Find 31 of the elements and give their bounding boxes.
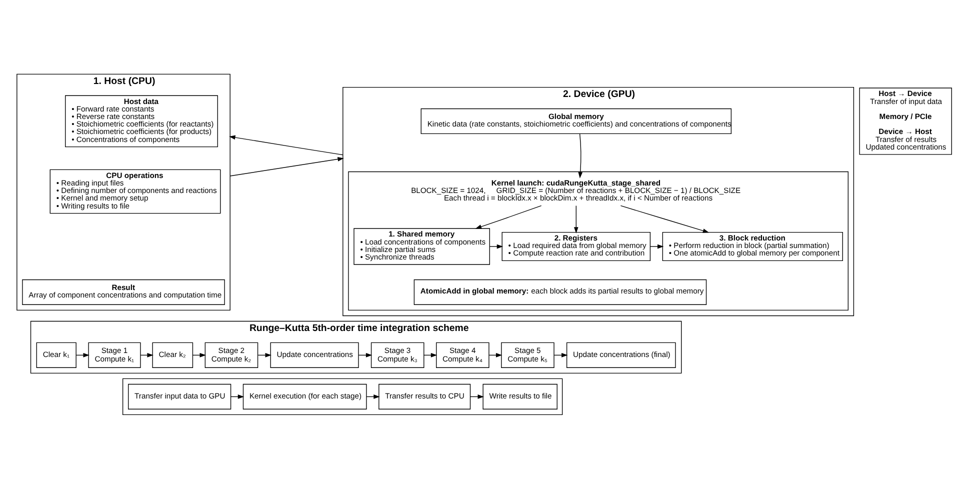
arrow	[650, 244, 664, 248]
node-box: Stage 3 Compute k₃	[370, 342, 424, 368]
node-box: Write results to file	[482, 383, 558, 409]
node-box: Transfer input data to GPU	[128, 383, 232, 409]
node-box: 3. Block reduction • Perform reduction in block (partial summation) • One atomicAdd to global memory per component	[662, 231, 843, 261]
node-box: AtomicAdd in global memory: each block adds its partial results to global memory	[414, 278, 707, 304]
node-box: Update concentrations	[270, 342, 359, 368]
node-box: Clear k₁	[36, 342, 76, 368]
node-box: Host data • Forward rate constants • Reverse rate constants • Stoichiometric coefficients (for reactants) • Stoichiometric coefficients (for products) • Concentrations of components	[65, 94, 218, 147]
arrow	[475, 204, 542, 228]
node-box: Kernel execution (for each stage)	[242, 383, 367, 409]
arrow	[574, 204, 578, 233]
arrow	[230, 156, 344, 176]
node-box: Result Array of component concentrations and computation time	[22, 278, 225, 304]
arrow	[620, 204, 710, 232]
node-box: Stage 2 Compute k₂	[204, 342, 258, 368]
arrow	[229, 134, 344, 155]
node-box: Clear k₂	[152, 342, 194, 368]
arrow	[578, 133, 583, 178]
node-box: Stage 1 Compute k₁	[88, 342, 141, 368]
node-box: Transfer results to CPU	[378, 383, 471, 409]
node-box: Host → Device Transfer of input data Memory / PCIe Device → Host Transfer of results Updated concentrations	[859, 87, 952, 154]
node-box: Global memory Kinetic data (rate constants, stoichiometric coefficients) and concentrations of components	[420, 108, 732, 134]
cluster	[122, 378, 563, 415]
node-box: Stage 5 Compute k₅	[501, 342, 554, 368]
node-box: 2. Registers • Load required data from global memory • Compute reaction rate and contribution	[502, 231, 651, 261]
arrow	[490, 244, 504, 248]
node-box: CPU operations • Reading input files • Defining number of components and reactions • Kernel and memory setup • Writing results to file	[50, 168, 221, 214]
node-box: Stage 4 Compute k₄	[436, 342, 490, 368]
node-box: 1. Shared memory • Load concentrations of components • Initialize partial sums • Synchronize threads	[354, 228, 490, 264]
node-box: Update concentrations (final)	[566, 342, 676, 368]
